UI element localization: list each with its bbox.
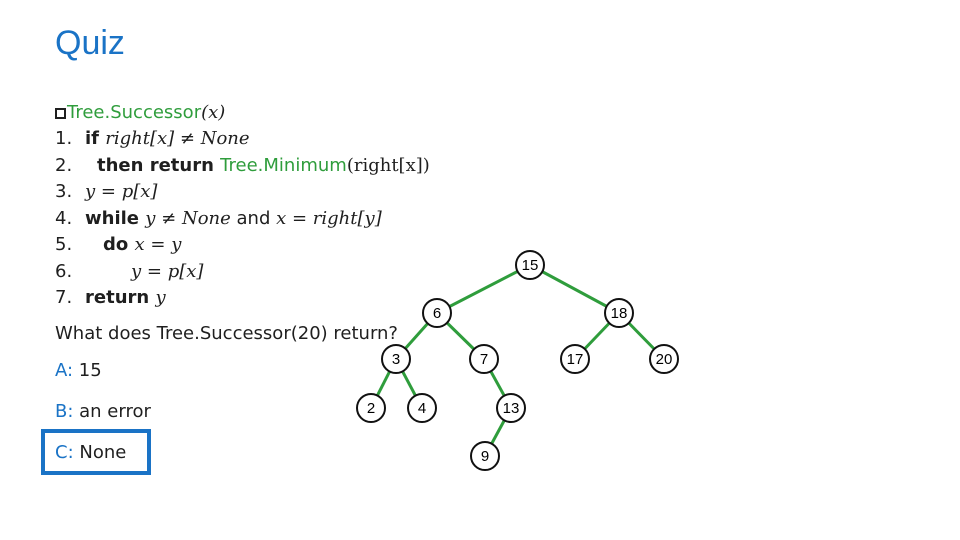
tree-node-circle [356, 393, 386, 423]
line-number: 3. [55, 181, 73, 202]
line-number: 4. [55, 207, 73, 229]
tree-node-13: 13 [496, 393, 526, 423]
option-b-label: B: [55, 401, 74, 422]
line-number: 1. [55, 128, 73, 149]
tree-node-4: 4 [407, 393, 437, 423]
bullet-box-icon [55, 108, 66, 119]
slide-title: Quiz [55, 24, 125, 62]
line-number: 6. [55, 260, 73, 282]
function-name: Tree.Successor [67, 102, 202, 123]
tree-edge [436, 263, 531, 315]
pseudocode-line: 2. then return Tree.Minimum(right[x]) [55, 153, 430, 179]
tree-node-3: 3 [381, 344, 411, 374]
tree-node-7: 7 [469, 344, 499, 374]
tree-node-circle [469, 344, 499, 374]
tree-node-label: 18 [611, 305, 628, 322]
tree-node-20: 20 [649, 344, 679, 374]
option-c-label: C: [55, 442, 74, 463]
tree-node-15: 15 [515, 250, 545, 280]
function-arg: (x) [201, 102, 226, 123]
option-a-text: 15 [73, 360, 102, 381]
tree-node-9: 9 [470, 441, 500, 471]
tree-node-circle [422, 298, 452, 328]
tree-node-label: 6 [433, 305, 441, 322]
tree-edge [529, 263, 620, 315]
tree-node-label: 3 [392, 351, 400, 368]
tree-node-6: 6 [422, 298, 452, 328]
pseudocode-line: 4. while y ≠ None and x = right[y] [55, 206, 382, 232]
code-token: x = right[y] [276, 207, 382, 229]
tree-node-circle [407, 393, 437, 423]
code-token: Tree.Minimum [220, 154, 347, 176]
code-token: y [155, 287, 166, 308]
tree-node-label: 9 [481, 448, 489, 465]
code-token: return [85, 287, 156, 308]
tree-node-circle [560, 344, 590, 374]
pseudocode-line: 3. y = p[x] [55, 179, 157, 205]
tree-node-circle [470, 441, 500, 471]
tree-node-label: 4 [418, 400, 426, 417]
code-token: if [85, 128, 106, 149]
tree-node-circle [515, 250, 545, 280]
tree-node-label: 13 [503, 400, 520, 417]
tree-node-2: 2 [356, 393, 386, 423]
tree-node-17: 17 [560, 344, 590, 374]
code-token: do [103, 234, 135, 255]
code-token: y = p[x] [131, 260, 204, 282]
tree-node-label: 15 [522, 257, 539, 274]
code-token: and [230, 207, 277, 229]
code-token: then return [97, 154, 221, 176]
tree-node-circle [381, 344, 411, 374]
code-token: y ≠ None [145, 207, 231, 229]
option-b-text: an error [73, 401, 151, 422]
option-a[interactable]: A: 15 [55, 360, 102, 381]
tree-node-18: 18 [604, 298, 634, 328]
option-c[interactable]: C: None [55, 442, 126, 463]
line-number: 5. [55, 234, 73, 255]
tree-node-label: 7 [480, 351, 488, 368]
option-b[interactable]: B: an error [55, 401, 151, 422]
code-token: right[x] ≠ None [105, 128, 250, 149]
tree-node-circle [496, 393, 526, 423]
pseudocode-line: 1. if right[x] ≠ None [55, 126, 250, 152]
tree-node-circle [604, 298, 634, 328]
pseudocode-header: Tree.Successor(x) [55, 100, 225, 126]
tree-node-label: 17 [567, 351, 584, 368]
option-c-text: None [73, 442, 127, 463]
line-number: 7. [55, 287, 73, 308]
code-token: (right[x]) [346, 154, 430, 176]
selected-answer-box [41, 429, 151, 475]
code-token: x = y [134, 234, 182, 255]
option-a-label: A: [55, 360, 74, 381]
tree-node-label: 20 [656, 351, 673, 368]
code-token: while [85, 207, 146, 229]
pseudocode-line: 7. return y [55, 285, 166, 311]
code-token: y = p[x] [85, 181, 158, 202]
tree-node-label: 2 [367, 400, 375, 417]
question-text: What does Tree.Successor(20) return? [55, 323, 398, 344]
line-number: 2. [55, 154, 73, 176]
tree-node-circle [649, 344, 679, 374]
pseudocode-line: 5. do x = y [55, 232, 181, 258]
pseudocode-line: 6. y = p[x] [55, 259, 203, 285]
